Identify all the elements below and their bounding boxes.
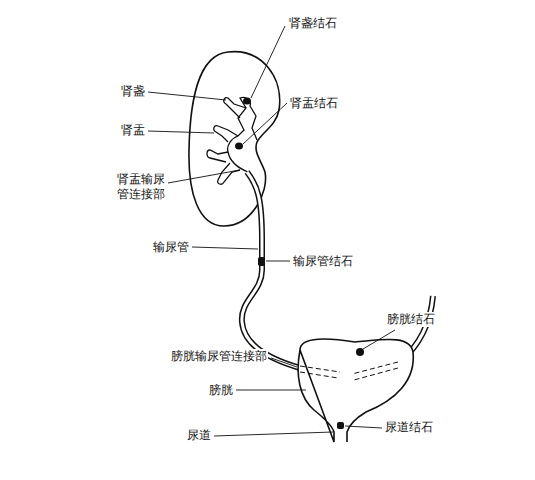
part-label: 肾盏结石: [288, 16, 338, 31]
part-label: 输尿管: [152, 240, 190, 255]
part-label: 膀胱输尿管连接部: [170, 349, 268, 364]
part-label: 输尿管结石: [292, 254, 354, 269]
leader-lines: [148, 26, 395, 436]
part-label: 肾盏: [120, 84, 146, 99]
part-label: 尿道: [186, 428, 212, 443]
part-label: 膀胱: [208, 383, 234, 398]
part-label: 肾盂结石: [289, 96, 339, 111]
ureter: [242, 172, 433, 368]
kidney-outline: [189, 52, 280, 226]
part-label: 肾盂输尿 管连接部: [114, 172, 166, 202]
intravesical-ureter: [300, 362, 398, 380]
part-label: 尿道结石: [384, 420, 434, 435]
part-label: 肾盂: [120, 123, 146, 138]
part-label: 膀胱结石: [386, 312, 436, 327]
stones: [235, 98, 364, 430]
